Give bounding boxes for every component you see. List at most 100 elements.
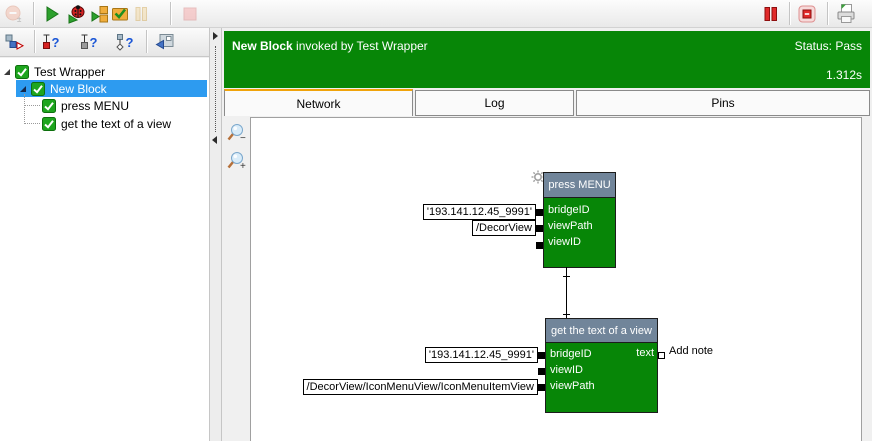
param-label: viewID <box>548 236 582 248</box>
checked-checkbox-icon[interactable] <box>42 116 56 131</box>
tab-log[interactable]: Log <box>415 90 574 116</box>
breakpoint-gray-button[interactable]: ? <box>78 30 102 54</box>
breakpoint-red-button[interactable]: ? <box>40 30 64 54</box>
flow-connector-tick <box>563 314 570 315</box>
node-get-text[interactable]: get the text of a view bridgeID viewID v… <box>545 318 658 413</box>
add-note-link[interactable]: Add note <box>669 345 714 357</box>
panel-splitter[interactable] <box>209 28 222 441</box>
value-box-viewpath[interactable]: /DecorView/IconMenuView/IconMenuItemView <box>302 379 538 395</box>
node-body: bridgeID viewPath viewID <box>544 198 615 267</box>
collapse-right-icon[interactable] <box>213 32 218 40</box>
value-box-bridgeid[interactable]: '193.141.12.45_9991' <box>422 204 536 220</box>
input-pin-viewid[interactable] <box>536 242 543 249</box>
toolbar-separator <box>170 2 171 25</box>
debug-icon <box>68 5 85 24</box>
gear-icon[interactable] <box>531 170 545 184</box>
tree-item-press-menu[interactable]: press MENU <box>42 97 207 114</box>
checked-checkbox-icon[interactable] <box>42 98 56 113</box>
breakpoint-diamond-button[interactable]: ? <box>114 30 138 54</box>
param-label: bridgeID <box>550 348 592 360</box>
stop-button[interactable] <box>178 2 202 26</box>
expanded-triangle-icon[interactable] <box>2 67 12 77</box>
value-box-bridgeid[interactable]: '193.141.12.45_9991' <box>424 347 538 363</box>
svg-text:?: ? <box>89 35 97 50</box>
zoom-out-icon: − <box>227 124 246 144</box>
record-button[interactable]: ± <box>2 2 26 26</box>
secondary-toolbar: ? ? ? <box>0 28 209 57</box>
tree-guide-line <box>24 94 25 124</box>
collapse-left-icon[interactable] <box>212 136 217 144</box>
zoom-in-icon: + <box>227 152 246 172</box>
verify-icon <box>112 8 128 21</box>
sync-selection-icon <box>5 34 24 50</box>
go-to-parent-button[interactable] <box>153 30 177 54</box>
pause-icon <box>135 7 147 21</box>
run-block-icon <box>91 6 108 23</box>
tree-item-label: Test Wrapper <box>34 64 106 79</box>
run-block-button[interactable] <box>88 2 112 26</box>
result-panel: New Block invoked by Test Wrapper Status… <box>222 28 872 441</box>
toolbar-separator <box>146 30 147 53</box>
toolbar-separator <box>789 2 790 25</box>
svg-text:−: − <box>240 133 246 144</box>
tree-item-test-wrapper[interactable]: Test Wrapper <box>2 63 207 80</box>
debug-button[interactable] <box>65 2 89 26</box>
node-press-menu[interactable]: press MENU bridgeID viewPath viewID <box>543 172 616 268</box>
toolbar-separator <box>827 2 828 25</box>
tree-item-label: press MENU <box>61 98 130 113</box>
input-pin-viewpath[interactable] <box>536 225 543 232</box>
svg-text:?: ? <box>51 35 59 50</box>
halt-icon <box>798 5 816 23</box>
output-pin-text[interactable] <box>658 352 665 359</box>
tree-guide-line <box>24 105 40 106</box>
tree-item-label: New Block <box>50 81 107 96</box>
main-toolbar: ± <box>0 0 872 28</box>
run-button[interactable] <box>40 2 64 26</box>
pause-button[interactable] <box>129 2 153 26</box>
param-label: viewID <box>550 364 584 376</box>
node-title[interactable]: press MENU <box>544 173 615 198</box>
zoom-in-button[interactable]: + <box>226 150 248 172</box>
checked-checkbox-icon[interactable] <box>31 81 45 96</box>
input-pin-bridgeid[interactable] <box>538 352 545 359</box>
print-button[interactable] <box>834 2 858 26</box>
tree-item-label: get the text of a view <box>61 116 172 131</box>
tab-bar: Network Log Pins <box>224 89 870 116</box>
node-title[interactable]: get the text of a view <box>546 319 657 343</box>
pause-active-icon <box>764 7 777 21</box>
run-icon <box>46 6 59 22</box>
tab-pins[interactable]: Pins <box>576 90 870 116</box>
record-icon: ± <box>5 5 22 24</box>
tree-item-new-block[interactable]: New Block <box>16 80 207 97</box>
zoom-out-button[interactable]: − <box>226 122 248 144</box>
block-name: New Block <box>232 39 293 53</box>
splitter-dots <box>215 46 216 132</box>
halt-button[interactable] <box>795 2 819 26</box>
param-label: viewPath <box>548 220 593 232</box>
input-pin-bridgeid[interactable] <box>536 209 543 216</box>
svg-text:±: ± <box>17 15 22 24</box>
output-label: text <box>636 347 654 359</box>
status-badge: Status: Pass <box>794 39 862 53</box>
verify-button[interactable] <box>108 2 132 26</box>
tab-network[interactable]: Network <box>224 89 413 116</box>
node-body: bridgeID viewID viewPath text <box>546 343 657 412</box>
result-title: New Block invoked by Test Wrapper <box>232 39 428 53</box>
network-canvas[interactable]: press MENU bridgeID viewPath viewID '193… <box>250 117 862 441</box>
svg-text:?: ? <box>125 35 133 50</box>
flow-connector-tick <box>563 276 570 277</box>
expanded-triangle-icon[interactable] <box>18 84 28 94</box>
pause-active-button[interactable] <box>758 2 782 26</box>
sync-selection-button[interactable] <box>2 30 26 54</box>
duration-label: 1.312s <box>825 68 862 82</box>
tree-guide-line <box>24 123 40 124</box>
invoked-text: invoked by Test Wrapper <box>296 39 428 53</box>
checked-checkbox-icon[interactable] <box>15 64 29 79</box>
result-header: New Block invoked by Test Wrapper Status… <box>224 31 870 88</box>
value-box-viewpath[interactable]: /DecorView <box>471 220 536 236</box>
input-pin-viewpath[interactable] <box>538 384 545 391</box>
test-tree-panel: Test Wrapper New Block press MENU get th… <box>0 58 209 441</box>
input-pin-viewid[interactable] <box>538 368 545 375</box>
svg-text:+: + <box>240 161 246 172</box>
tree-item-get-text[interactable]: get the text of a view <box>42 115 207 132</box>
